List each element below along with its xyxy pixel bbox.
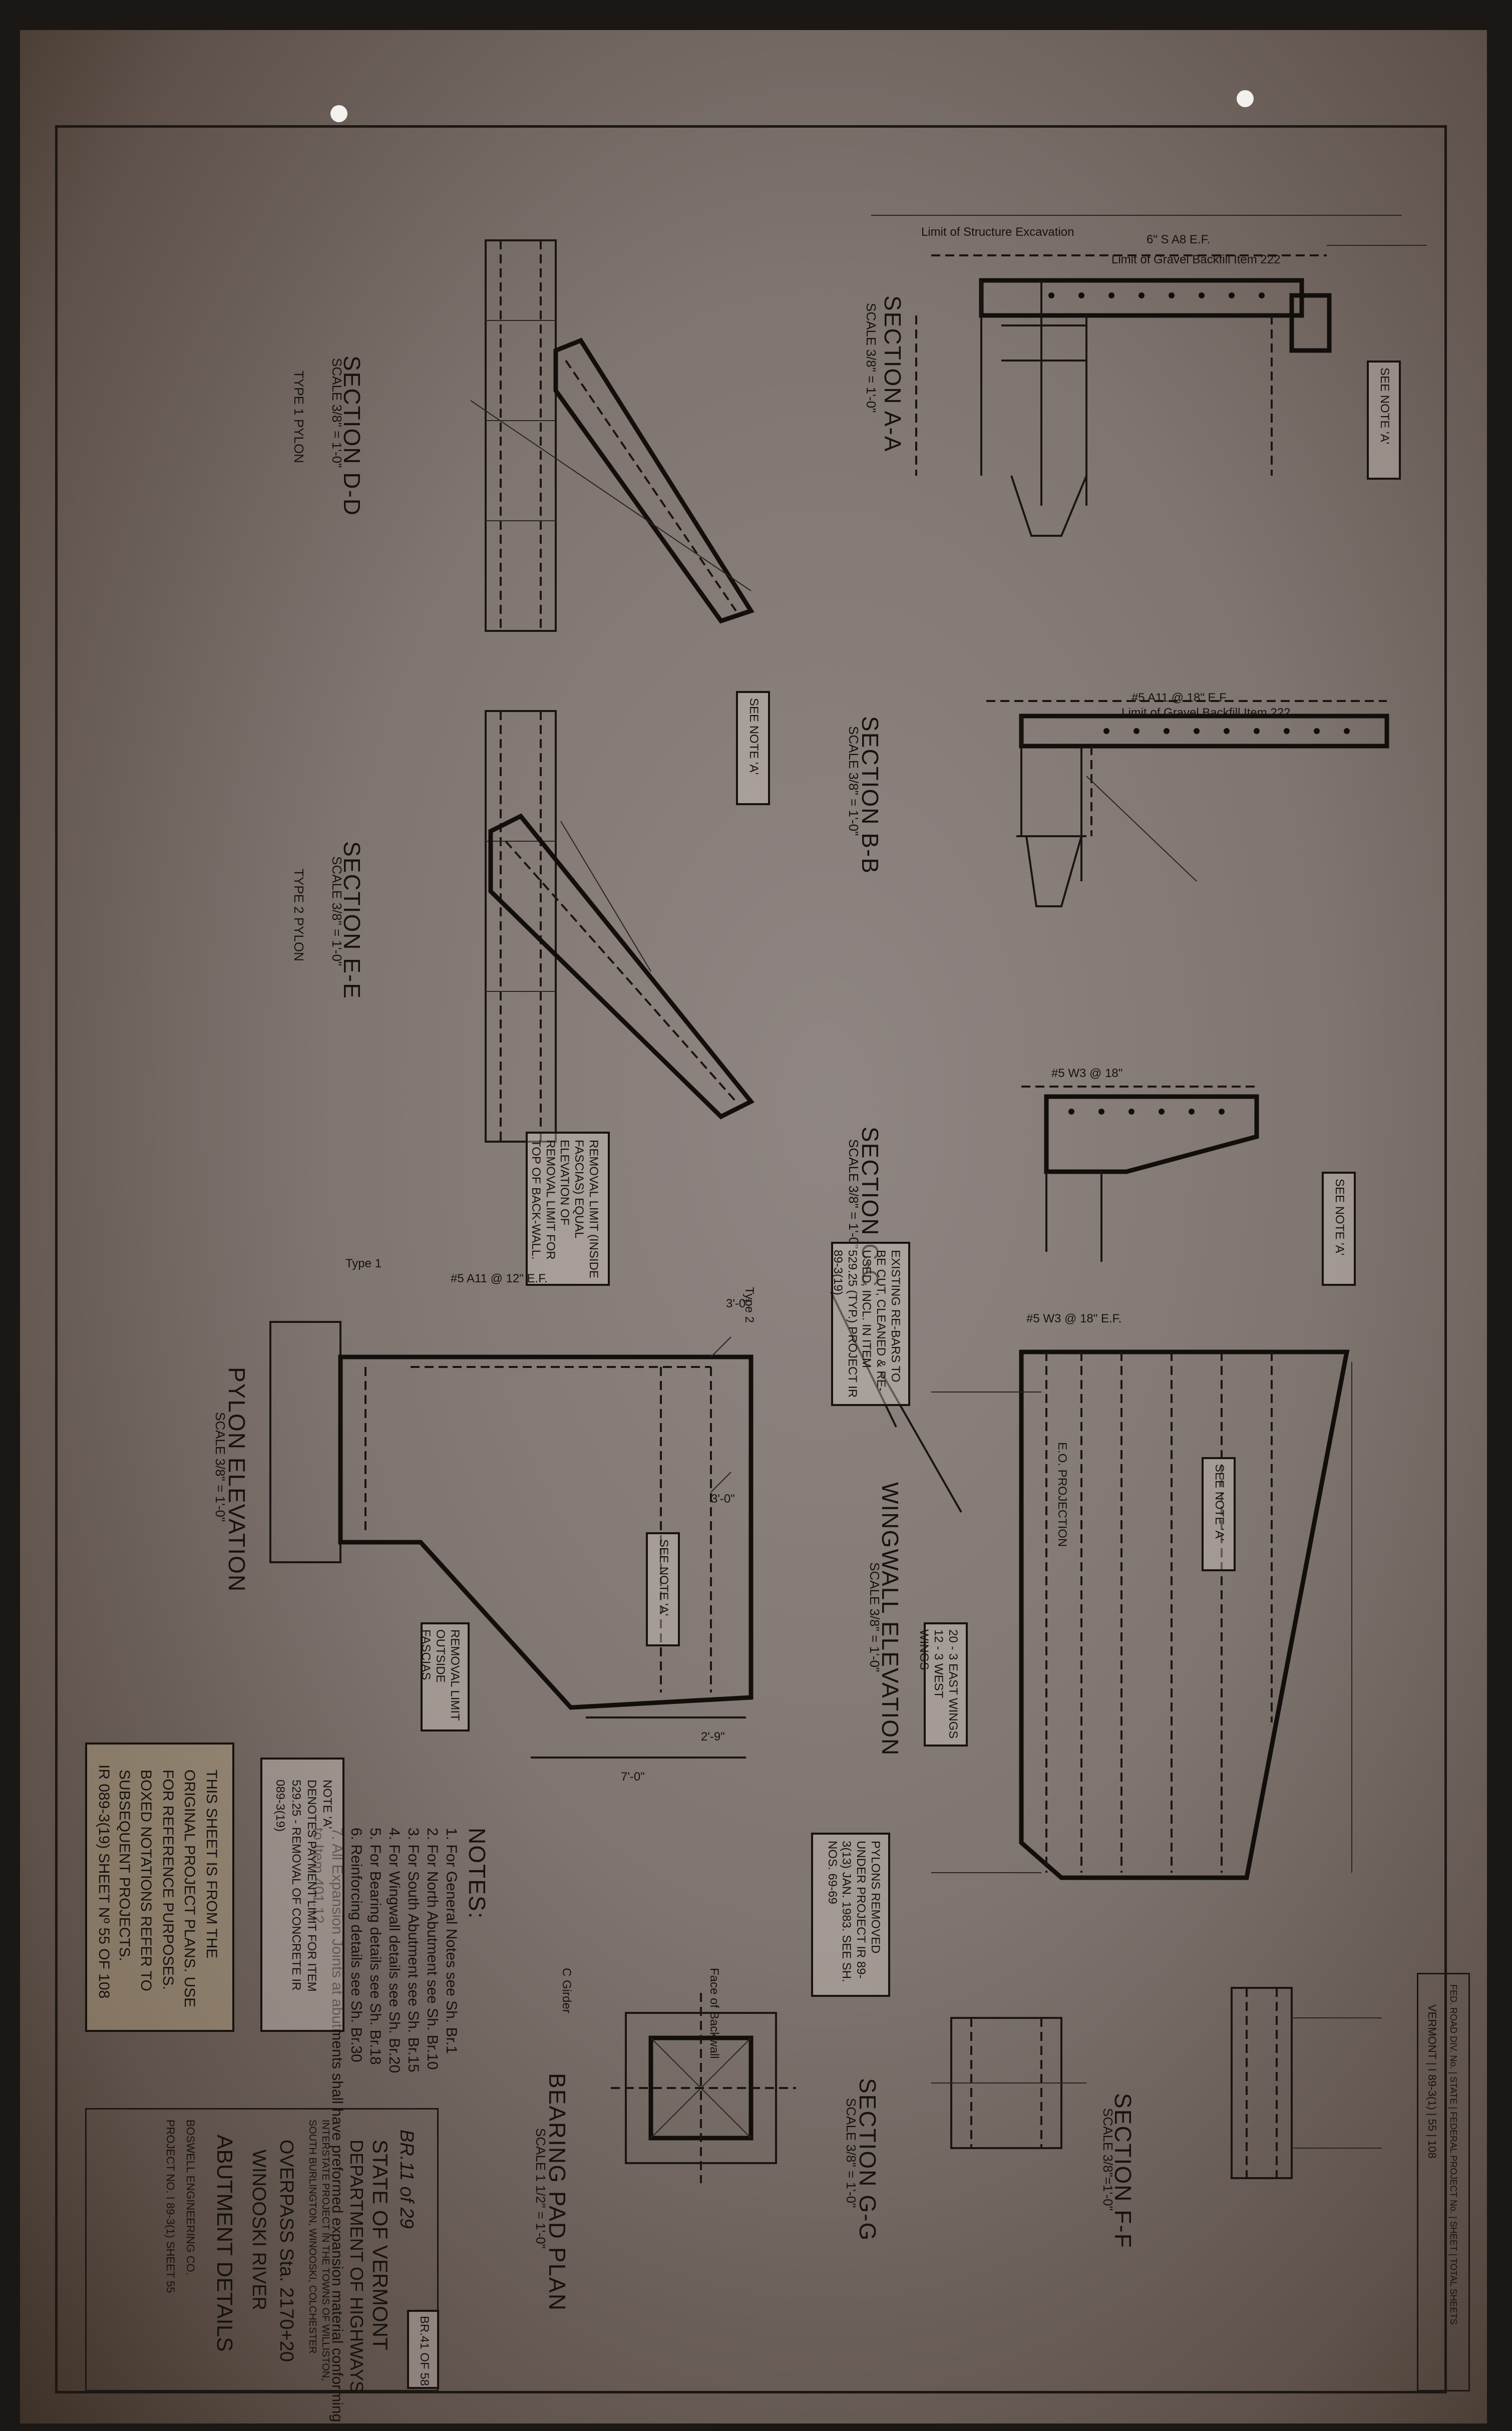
notes-heading: NOTES: [464,1828,490,1920]
title-block: BR.11 of 29 STATE OF VERMONT DEPARTMENT … [85,2108,439,2393]
overpass-label: OVERPASS Sta. 2170+20 [276,2140,297,2362]
cl-girder-label: C Girder [560,1968,573,2013]
project-no-label: PROJECT NO. I 89-3(1) SHEET 55 [164,2120,177,2293]
bars-aa-label: 6" S A8 E.F. [1147,233,1211,246]
sheet-border [55,125,1447,2393]
section-gg-scale: SCALE 3/8" = 1'-0" [844,2098,859,2208]
punch-hole [1237,90,1254,107]
limit-gravel-bb-label: Limit of Gravel Backfill Item 222 [1121,706,1291,720]
existing-rebars-box: EXISTING RE-BARS TO BE CUT, CLEANED & RE… [831,1242,910,1406]
bearing-pad-drawing [611,1993,796,2183]
bars-wing-label: #5 W3 @ 18" E.F. [1026,1312,1122,1325]
drawing-label: ABUTMENT DETAILS [212,2135,237,2352]
federal-block: FED. ROAD DIV. No. | STATE | FEDERAL PRO… [1417,1973,1470,2391]
dim-3-0: 3'-0" [726,1297,750,1310]
note-a-box: NOTE 'A' DENOTES PAYMENT LIMIT FOR ITEM … [260,1758,344,2032]
bars-bb-label: #5 A11 @ 18" E.F. [1131,691,1229,705]
dept-label: DEPARTMENT OF HIGHWAYS [346,2140,367,2393]
original-plans-box: THIS SHEET IS FROM THE ORIGINAL PROJECT … [85,1743,234,2032]
dim-3-0-b: 3'-0" [711,1492,735,1506]
type1-label: Type 1 [345,1257,382,1270]
section-aa-scale: SCALE 3/8" = 1'-0" [864,303,879,413]
east-west-wings-box: 20 - 3 EAST WINGS 12 - 3 WEST WINGS [917,1622,968,1747]
see-note-a-box-pylon: SEE NOTE 'A' [646,1532,680,1646]
state-label: STATE OF VERMONT [368,2140,392,2350]
notes-line-4: 4. For Wingwall details see Sh. Br.20 [386,1828,403,2073]
section-bb-scale: SCALE 3/8" = 1'-0" [846,726,861,836]
section-ee-scale: SCALE 3/8" = 1'-0" [329,856,344,966]
wingwall-scale: SCALE 3/8" = 1'-0" [867,1562,882,1672]
wingwall-drawing [830,1291,1352,1880]
drawing-sheet: Limit of Structure Excavation 6" S A8 E.… [20,30,1487,2423]
limit-excavation-label: Limit of Structure Excavation [921,225,1074,239]
section-bb-drawing [986,700,1389,907]
see-note-a-box: SEE NOTE 'A' [1367,361,1401,480]
section-aa-title: SECTION A-A [880,295,906,453]
section-ff-drawing [1231,1987,1382,2179]
bars-cc-label: #5 W3 @ 18" [1051,1067,1123,1080]
notes-line-1: 1. For General Notes see Sh. Br.1 [443,1828,460,2054]
e-projection-label: E.O. PROJECTION [1055,1442,1069,1547]
project-towns: INTERSTATE PROJECT IN THE TOWNS OF WILLI… [307,2120,331,2381]
section-ee-drawing [485,710,755,1143]
river-label: WINOOSKI RIVER [248,2150,269,2310]
section-ee-type: TYPE 2 PYLON [291,869,306,961]
type2-label: Type 2 [742,1287,756,1323]
punch-hole [330,105,347,122]
dim-2-9: 2'-9" [701,1730,725,1744]
section-aa-drawing [871,215,1427,537]
notes-line-3: 3. For South Abutment see Sh. Br.15 [405,1828,422,2072]
pylons-removed-box: PYLONS REMOVED UNDER PROJECT IR 89-3(13)… [811,1833,890,1997]
removal-limit-box: REMOVAL LIMIT (INSIDE FASCIAS) EQUAL ELE… [526,1132,610,1286]
section-ff-scale: SCALE 3/8"=1'-0" [1100,2108,1115,2211]
see-note-a-box-wing: SEE NOTE 'A' [1202,1457,1236,1571]
section-gg-drawing [931,2017,1086,2149]
see-note-a-box-cc: SEE NOTE 'A' [1322,1172,1356,1286]
section-dd-scale: SCALE 3/8" = 1'-0" [329,358,344,468]
notes-line-2: 2. For North Abutment see Sh. Br.10 [424,1828,441,2070]
section-dd-drawing [470,239,754,632]
notes-line-6: 6. Reinforcing details see Sh. Br.30 [348,1828,364,2062]
bearing-scale: SCALE 1 1/2" = 1'-0" [533,2128,548,2249]
pylon-elevation-drawing [269,1321,753,1759]
face-backwall-label: Face of Backwall [707,1968,721,2059]
section-dd-type: TYPE 1 PYLON [291,371,306,463]
sheet-ref-hand: BR.11 of 29 [396,2130,417,2229]
removal-outside-box: REMOVAL LIMIT OUTSIDE FASCIAS [419,1622,470,1731]
dim-7-0: 7'-0" [621,1770,645,1784]
pylon-scale: SCALE 3/8" = 1'-0" [213,1412,228,1522]
limit-gravel-aa-label: Limit of Gravel Backfill Item 222 [1111,253,1281,266]
section-cc-drawing [1021,1086,1259,1262]
see-note-a-box-dd: SEE NOTE 'A' [736,691,770,805]
engineer-label: BOSWELL ENGINEERING CO. [184,2120,197,2275]
section-cc-scale: SCALE 3/8" = 1'-0" [846,1139,861,1249]
notes-line-5: 5. For Bearing details see Sh. Br.18 [367,1828,384,2065]
sheet-ref-box: BR.41 OF 58 [407,2310,439,2389]
pylon-bars-label: #5 A11 @ 12" E.F. [451,1272,548,1285]
